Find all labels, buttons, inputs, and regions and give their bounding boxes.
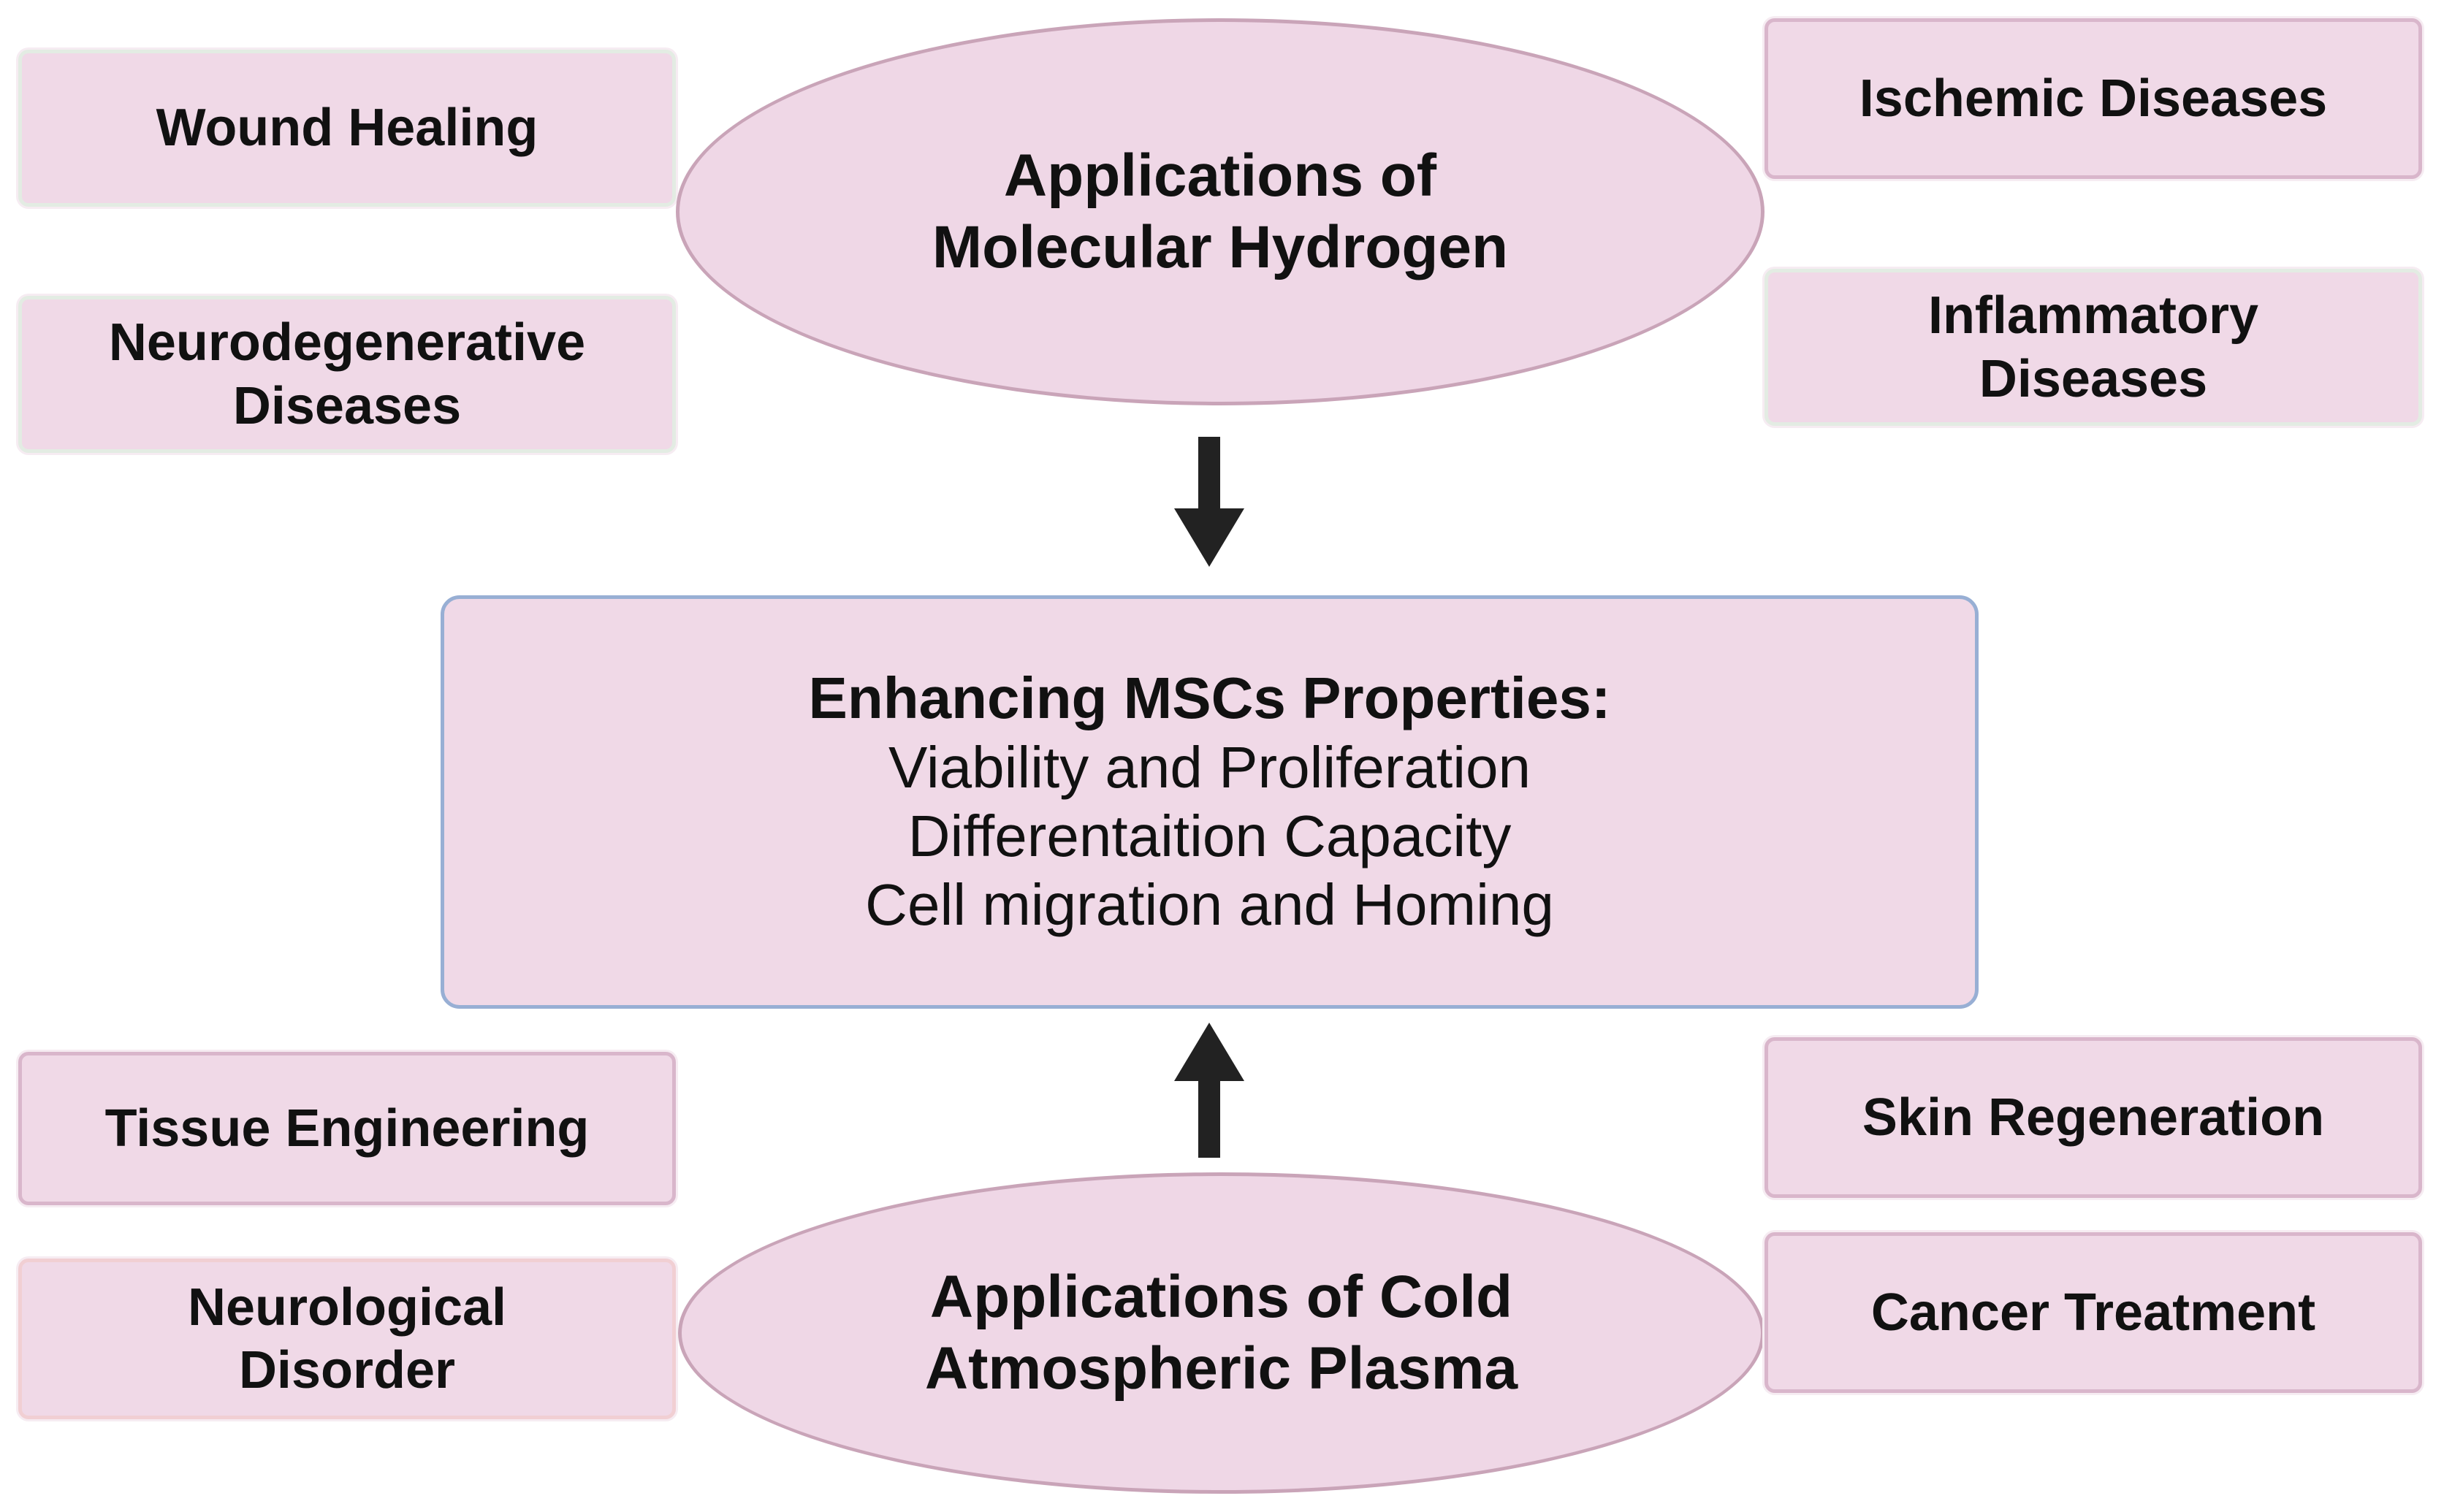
box-cancer-treatment-label: Cancer Treatment xyxy=(1870,1283,2316,1342)
box-wound-healing-label: Wound Healing xyxy=(156,99,538,158)
box-skin-regeneration-label: Skin Regeneration xyxy=(1862,1088,2325,1147)
central-msc-properties-box: Enhancing MSCs Properties: Viability and… xyxy=(441,595,1979,1009)
box-ischemic-label: Ischemic Diseases xyxy=(1859,69,2328,128)
arrow-down-icon xyxy=(1174,437,1244,567)
box-tissue-engineering-label: Tissue Engineering xyxy=(104,1099,590,1158)
box-ischemic-diseases: Ischemic Diseases xyxy=(1765,18,2422,179)
ellipse-hydrogen-line1: Applications of xyxy=(1003,142,1437,209)
box-inflammatory-diseases: Inflammatory Diseases xyxy=(1765,269,2422,426)
box-neurodegenerative-diseases: Neurodegenerative Diseases xyxy=(18,296,676,453)
box-tissue-engineering: Tissue Engineering xyxy=(18,1052,676,1205)
central-title: Enhancing MSCs Properties: xyxy=(808,665,1611,731)
ellipse-plasma-line1: Applications of Cold xyxy=(929,1263,1513,1330)
ellipse-cold-atmospheric-plasma: Applications of Cold Atmospheric Plasma xyxy=(678,1172,1765,1494)
box-neurological-line1: Neurological xyxy=(187,1278,507,1337)
box-neurological-disorder: Neurological Disorder xyxy=(18,1259,676,1419)
box-skin-regeneration: Skin Regeneration xyxy=(1765,1037,2422,1198)
central-line-migration: Cell migration and Homing xyxy=(865,872,1554,938)
ellipse-plasma-line2: Atmospheric Plasma xyxy=(924,1335,1518,1402)
box-neurodegenerative-line1: Neurodegenerative xyxy=(108,313,586,373)
central-line-differentiation: Differentaition Capacity xyxy=(907,803,1512,868)
box-neurological-line2: Disorder xyxy=(238,1341,456,1400)
central-line-viability: Viability and Proliferation xyxy=(888,734,1531,800)
arrow-up-icon xyxy=(1174,1023,1244,1158)
box-inflammatory-line1: Inflammatory xyxy=(1927,286,2259,345)
box-cancer-treatment: Cancer Treatment xyxy=(1765,1232,2422,1393)
box-wound-healing: Wound Healing xyxy=(18,50,676,207)
box-inflammatory-line2: Diseases xyxy=(1979,349,2208,408)
ellipse-hydrogen-line2: Molecular Hydrogen xyxy=(932,214,1509,280)
box-neurodegenerative-line2: Diseases xyxy=(232,376,462,435)
ellipse-molecular-hydrogen: Applications of Molecular Hydrogen xyxy=(676,18,1765,405)
